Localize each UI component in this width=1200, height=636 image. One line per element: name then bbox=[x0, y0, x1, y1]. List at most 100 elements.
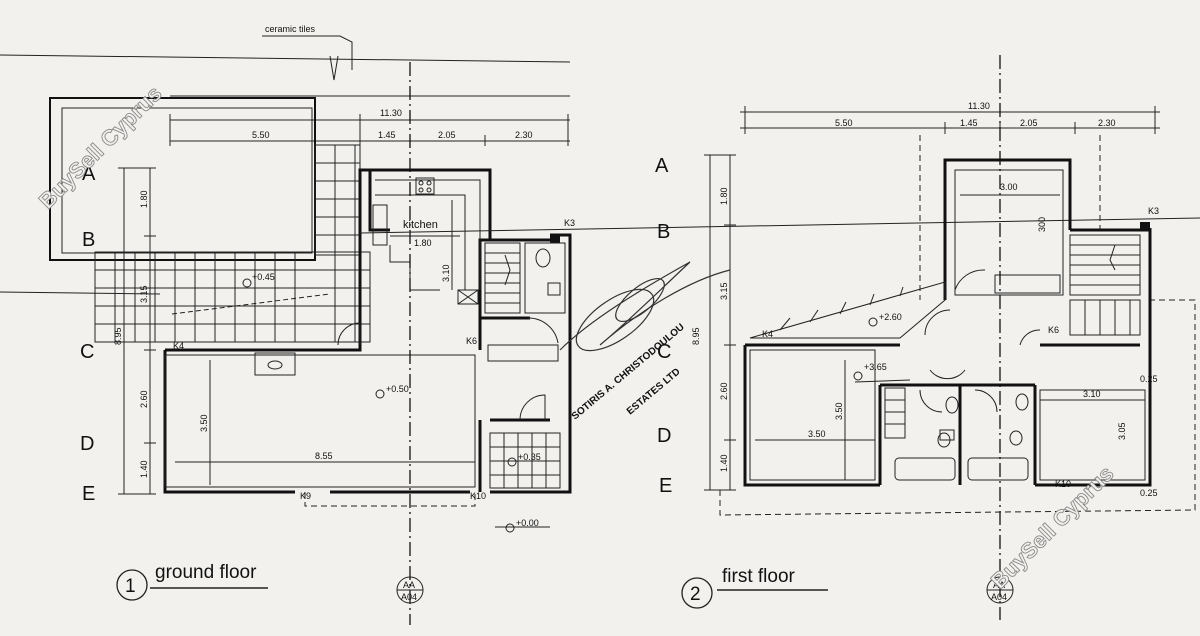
bedroom-1 bbox=[749, 349, 876, 481]
bedroom-2 bbox=[1039, 389, 1146, 481]
grid-row-a: A bbox=[655, 155, 669, 177]
note-arrow bbox=[329, 55, 339, 81]
reference-line bbox=[0, 291, 161, 295]
dim-v3: 2.60 bbox=[139, 390, 149, 408]
grid-row-d: D bbox=[80, 433, 94, 455]
ground-floor-plan: ceramic tiles 11.30 5.50 1.45 2.05 2.30 … bbox=[0, 24, 575, 625]
wc-ground bbox=[524, 242, 566, 344]
dim-4: 2.30 bbox=[515, 130, 533, 140]
living-room bbox=[164, 354, 476, 488]
doors-ground bbox=[254, 322, 559, 421]
signature-scribble bbox=[559, 261, 731, 351]
level-veranda: +2.60 bbox=[879, 312, 902, 322]
signature-loop bbox=[575, 288, 655, 352]
level-bedroom: +3.65 bbox=[864, 362, 887, 372]
dim-offset-2: 0.25 bbox=[1140, 488, 1158, 498]
level-marker bbox=[507, 457, 517, 467]
estate-stamp: SOTIRIS A. CHRISTODOULOU ESTATES LTD bbox=[559, 261, 731, 422]
dim-kitchen-h: 3.10 bbox=[441, 264, 451, 282]
dim-bed2-h: 3.05 bbox=[1117, 422, 1127, 440]
dim-3: 2.05 bbox=[1020, 118, 1038, 128]
dim-1: 5.50 bbox=[835, 118, 853, 128]
entrance-tiles bbox=[489, 432, 561, 489]
dim-3: 2.05 bbox=[438, 130, 456, 140]
kitchen-counter bbox=[372, 177, 481, 290]
mark-k10: K10 bbox=[1055, 479, 1071, 489]
level-living: +0.50 bbox=[386, 384, 409, 394]
section-label: AA bbox=[403, 580, 415, 590]
dim-1: 5.50 bbox=[252, 130, 270, 140]
dim-bed2-w: 3.10 bbox=[1083, 389, 1101, 399]
grid-row-e: E bbox=[659, 475, 672, 497]
grid-row-b: B bbox=[657, 221, 670, 243]
mark-k4: K4 bbox=[173, 341, 184, 351]
dim-room-top-w: 3.00 bbox=[1000, 182, 1018, 192]
door-swing bbox=[924, 309, 951, 336]
signature-loop bbox=[615, 278, 665, 322]
door-swing bbox=[954, 269, 986, 291]
grid-row-b: B bbox=[82, 229, 95, 251]
floor-number-circle bbox=[116, 569, 148, 601]
dim-living-h: 3.50 bbox=[199, 414, 209, 432]
room-kitchen: kitchen bbox=[403, 219, 438, 231]
dim-total: 11.30 bbox=[968, 101, 990, 111]
mark-k3: K3 bbox=[1148, 206, 1159, 216]
column-k3 bbox=[550, 235, 560, 243]
floor-number: 2 bbox=[690, 584, 701, 605]
mark-k10: K10 bbox=[470, 491, 486, 501]
column-k3 bbox=[1140, 222, 1150, 230]
dim-kitchen-w: 1.80 bbox=[414, 238, 432, 248]
section-sheet: A04 bbox=[401, 592, 417, 602]
ground-floor-title: ground floor bbox=[155, 562, 257, 583]
floor-number: 1 bbox=[125, 576, 136, 597]
section-label: AA bbox=[993, 580, 1005, 590]
grid-row-a: A bbox=[82, 163, 96, 185]
dim-v-total: 8.95 bbox=[691, 327, 701, 345]
stairs-ground bbox=[457, 242, 521, 314]
mark-k6: K6 bbox=[466, 336, 477, 346]
room-top bbox=[954, 169, 1064, 296]
dim-4: 2.30 bbox=[1098, 118, 1116, 128]
dim-bed1-w: 3.50 bbox=[808, 429, 826, 439]
level-terrace: +0.45 bbox=[252, 272, 275, 282]
note-leader bbox=[262, 35, 353, 70]
dim-ticks bbox=[744, 106, 1156, 134]
mark-k4: K4 bbox=[762, 329, 773, 339]
section-sheet: A04 bbox=[991, 592, 1007, 602]
level-ground: +0.00 bbox=[516, 518, 539, 528]
ceramic-tiles-note: ceramic tiles bbox=[265, 24, 316, 34]
dim-v2: 3.15 bbox=[719, 282, 729, 300]
mark-k9: K9 bbox=[300, 491, 311, 501]
grid-row-e: E bbox=[82, 483, 95, 505]
level-marker bbox=[242, 278, 252, 288]
dim-v1: 1.80 bbox=[139, 190, 149, 208]
reference-line bbox=[0, 54, 571, 63]
first-floor-walls bbox=[743, 158, 1152, 487]
row-b-line bbox=[359, 217, 1200, 234]
level-line bbox=[854, 379, 911, 383]
dim-offset-1: 0.25 bbox=[1140, 374, 1158, 384]
kitchen-island bbox=[389, 245, 440, 291]
level-entrance: +0.35 bbox=[518, 452, 541, 462]
first-floor-title: first floor bbox=[722, 566, 796, 587]
mark-k6: K6 bbox=[1048, 325, 1059, 335]
bathroom-fixtures bbox=[884, 387, 1029, 481]
dim-v4: 1.40 bbox=[139, 460, 149, 478]
level-marker bbox=[505, 523, 515, 533]
level-marker bbox=[868, 317, 878, 327]
dim-v-total: 8.95 bbox=[113, 327, 123, 345]
floor-number-circle bbox=[681, 577, 713, 609]
door-swing bbox=[1019, 329, 1041, 346]
dim-total: 11.30 bbox=[380, 108, 402, 118]
dim-v1: 1.80 bbox=[719, 187, 729, 205]
first-floor-plan: 11.30 5.50 1.45 2.05 2.30 1.80 3.15 8.95… bbox=[655, 55, 1196, 620]
pool-inner bbox=[61, 107, 313, 254]
grid-row-c: C bbox=[80, 341, 94, 363]
ground-floor-walls bbox=[163, 168, 572, 494]
dim-2: 1.45 bbox=[960, 118, 978, 128]
footprint-outline bbox=[719, 299, 1196, 516]
dim-ticks-v bbox=[118, 167, 156, 495]
dim-v3: 2.60 bbox=[719, 382, 729, 400]
dim-2: 1.45 bbox=[378, 130, 396, 140]
